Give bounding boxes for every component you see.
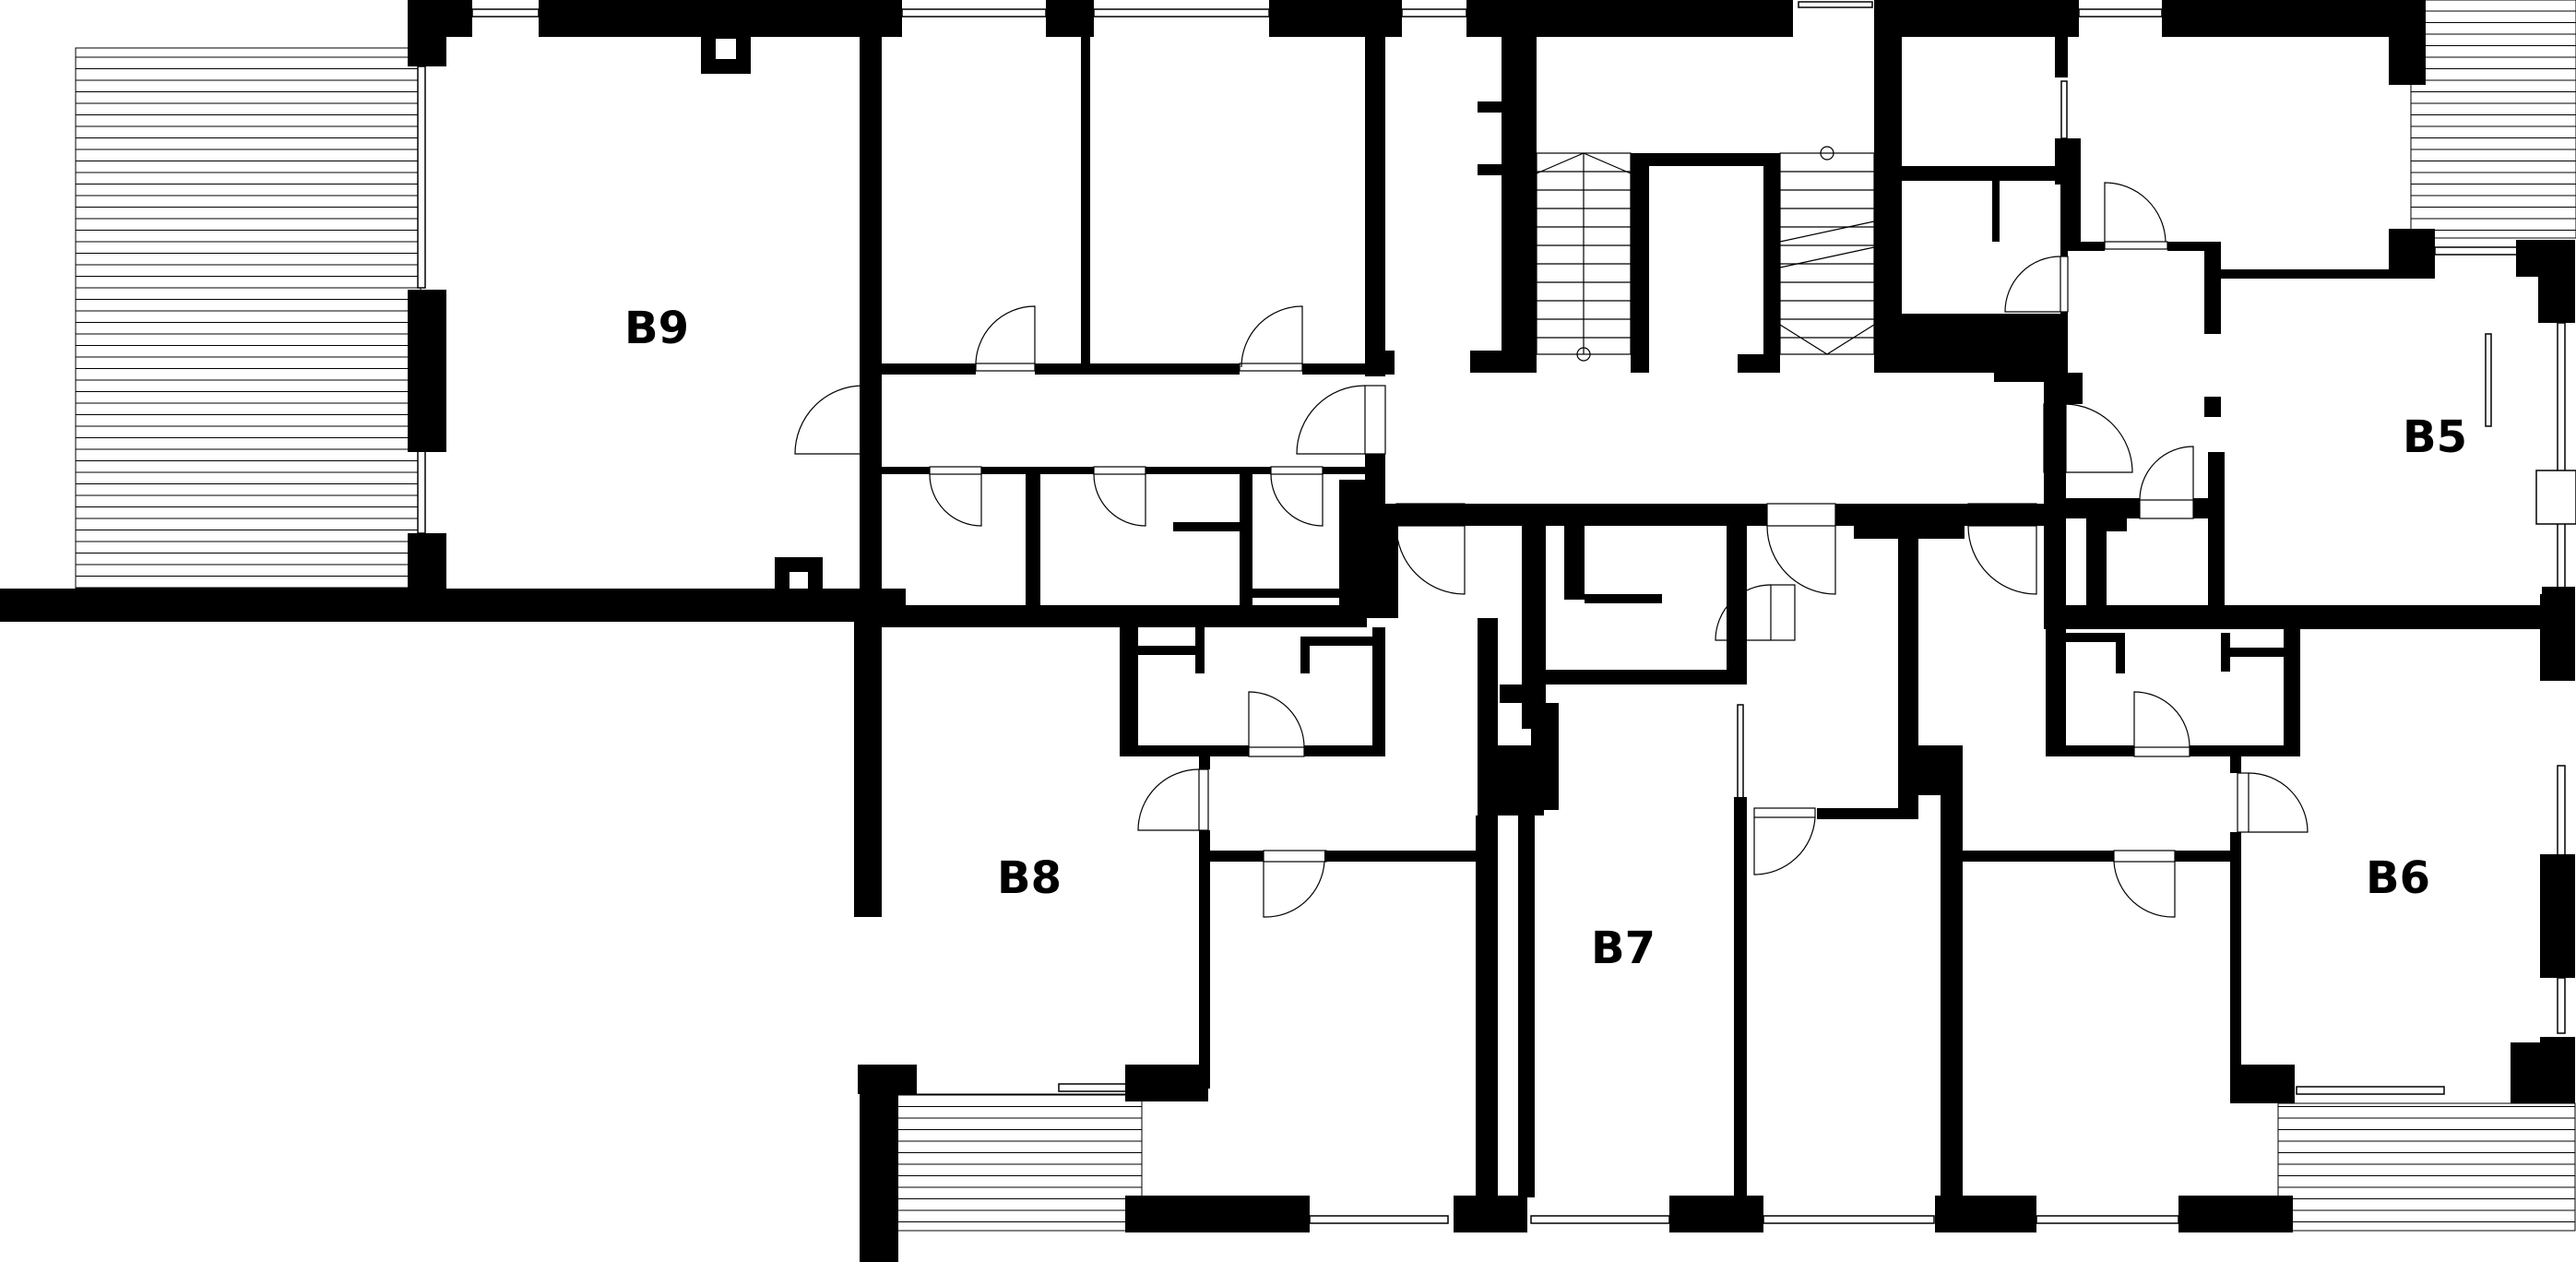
stair-right [1779, 146, 1875, 355]
unit-label-b6: B6 [2366, 852, 2430, 904]
unit-label-b9: B9 [624, 303, 689, 354]
balcony-b9 [75, 47, 421, 589]
balcony-b5 [2410, 0, 2576, 239]
stair-left [1536, 152, 1632, 362]
balcony-b8 [896, 1093, 1143, 1232]
unit-label-b8: B8 [997, 852, 1062, 904]
b9-niche-opening [716, 39, 736, 59]
b9-chimney-opening [789, 572, 808, 589]
unit-label-b7: B7 [1591, 923, 1656, 974]
windows [417, 1, 2576, 1224]
unit-label-b5: B5 [2403, 411, 2467, 463]
balcony-b6 [2277, 1102, 2576, 1232]
